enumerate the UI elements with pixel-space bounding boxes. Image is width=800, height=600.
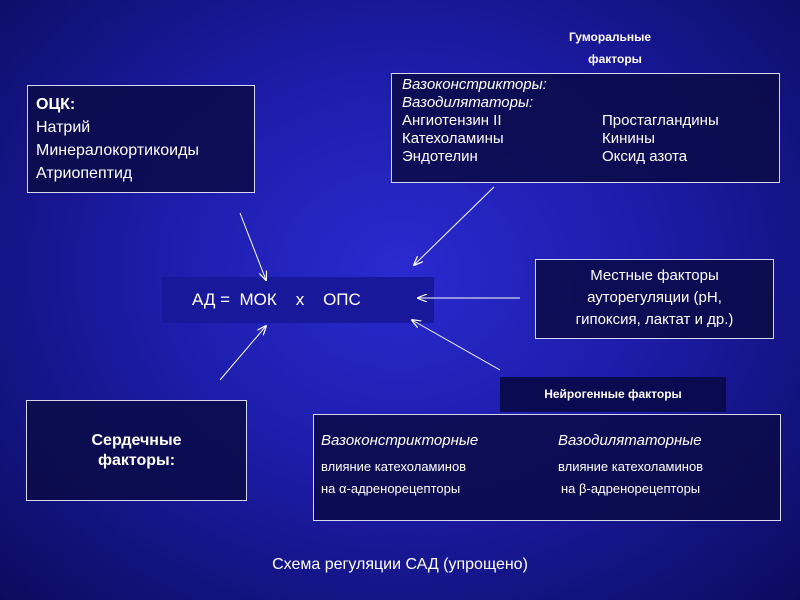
local-line: гипоксия, лактат и др.) — [575, 311, 734, 328]
humoral-vasodilators: Вазодилятаторы: — [402, 94, 534, 111]
humoral-vasoconstrictors: Вазоконстрикторы: — [402, 76, 547, 93]
ock-item: Атриопептид — [36, 165, 133, 182]
humoral-left-item: Ангиотензин II — [402, 112, 502, 129]
humoral-left-item: Эндотелин — [402, 148, 478, 165]
humoral-factors-box: Вазоконстрикторы: Вазодилятаторы: Ангиот… — [391, 73, 780, 183]
ock-item: Минералокортикоиды — [36, 142, 199, 159]
humoral-title-line2: факторы — [588, 52, 642, 66]
ock-box: ОЦК: Натрий Минералокортикоиды Атриопепт… — [27, 85, 255, 193]
ock-title: ОЦК: — [36, 96, 76, 113]
humoral-right-item: Простагландины — [602, 112, 719, 129]
humoral-right-item: Кинины — [602, 130, 655, 147]
local-line: Местные факторы — [590, 267, 719, 284]
neuro-vasoconstrictor-head: Вазоконстрикторные — [321, 432, 479, 449]
arrow-humoral-to-formula — [414, 186, 495, 265]
neurogenic-factors-box: Вазоконстрикторные Вазодилятаторные влия… — [313, 414, 781, 521]
arrow-ock-to-formula — [239, 212, 266, 280]
neuro-right-line: влияние катехоламинов — [558, 459, 704, 474]
humoral-title-line1: Гуморальные — [568, 30, 652, 44]
cardiac-line1: Сердечные — [91, 432, 182, 449]
neuro-left-line: влияние катехоламинов — [321, 459, 467, 474]
neurogenic-title-text: Нейрогенные факторы — [544, 387, 682, 401]
cardiac-factors-box: Сердечные факторы: — [26, 400, 247, 501]
caption: Схема регуляции САД (упрощено) — [272, 556, 528, 573]
neuro-left-line: на α-адренорецепторы — [321, 481, 461, 496]
local-line: ауторегуляции (рН, — [587, 289, 722, 306]
cardiac-line2: факторы: — [97, 452, 176, 469]
arrow-cardiac-to-formula — [219, 326, 266, 381]
neuro-vasodilator-head: Вазодилятаторные — [558, 432, 702, 449]
local-factors-box: Местные факторы ауторегуляции (рН, гипок… — [535, 259, 774, 339]
ock-item: Натрий — [36, 119, 91, 136]
formula-text: АД = МОК х ОПС — [192, 290, 361, 309]
humoral-title: Гуморальные факторы — [540, 26, 680, 70]
humoral-left-item: Катехоламины — [402, 130, 504, 147]
neurogenic-title: Нейрогенные факторы — [500, 377, 726, 412]
humoral-right-item: Оксид азота — [602, 148, 688, 165]
neuro-right-line: на β-адренорецепторы — [561, 481, 701, 496]
arrow-neuro-to-formula — [412, 320, 501, 371]
formula-box: АД = МОК х ОПС — [162, 277, 434, 323]
